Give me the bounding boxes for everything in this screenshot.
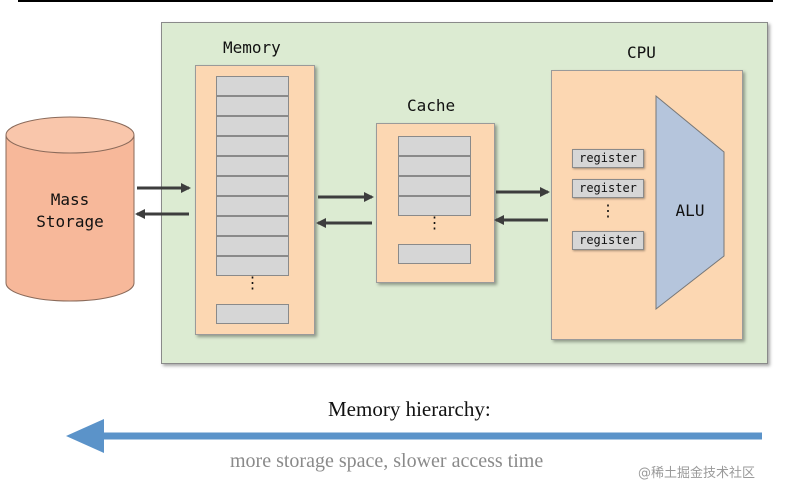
memory-label: Memory bbox=[223, 38, 281, 57]
cache-panel: ⋮ bbox=[376, 123, 495, 283]
memory-cell bbox=[216, 136, 289, 156]
alu-shape bbox=[655, 94, 725, 311]
cache-cell-last bbox=[398, 244, 471, 264]
hierarchy-title: Memory hierarchy: bbox=[328, 397, 491, 421]
hierarchy-caption: more storage space, slower access time bbox=[230, 450, 544, 472]
memory-cell bbox=[216, 156, 289, 176]
register-box: register bbox=[572, 231, 644, 250]
mass-storage-label-line2: Storage bbox=[36, 212, 104, 231]
cache-cell bbox=[398, 136, 471, 156]
memory-cell bbox=[216, 216, 289, 236]
cache-cell bbox=[398, 196, 471, 216]
memory-cell bbox=[216, 256, 289, 276]
cache-cell bbox=[398, 176, 471, 196]
memory-cell bbox=[216, 96, 289, 116]
cpu-label: CPU bbox=[627, 43, 656, 62]
memory-cell bbox=[216, 116, 289, 136]
memory-cell bbox=[216, 196, 289, 216]
hierarchy-arrow-head bbox=[66, 419, 104, 453]
cache-cell bbox=[398, 156, 471, 176]
mass-storage-label-line1: Mass bbox=[50, 190, 90, 209]
memory-cell bbox=[216, 236, 289, 256]
memory-cell bbox=[216, 76, 289, 96]
watermark: @稀土掘金技术社区 bbox=[638, 466, 756, 481]
alu-label: ALU bbox=[675, 201, 705, 220]
memory-cell bbox=[216, 176, 289, 196]
memory-cell-last bbox=[216, 304, 289, 324]
top-rule bbox=[18, 0, 773, 2]
memory-panel: ⋮ bbox=[195, 65, 315, 335]
register-box: register bbox=[572, 149, 644, 168]
register-box: register bbox=[572, 179, 644, 198]
cache-label: Cache bbox=[407, 96, 456, 115]
